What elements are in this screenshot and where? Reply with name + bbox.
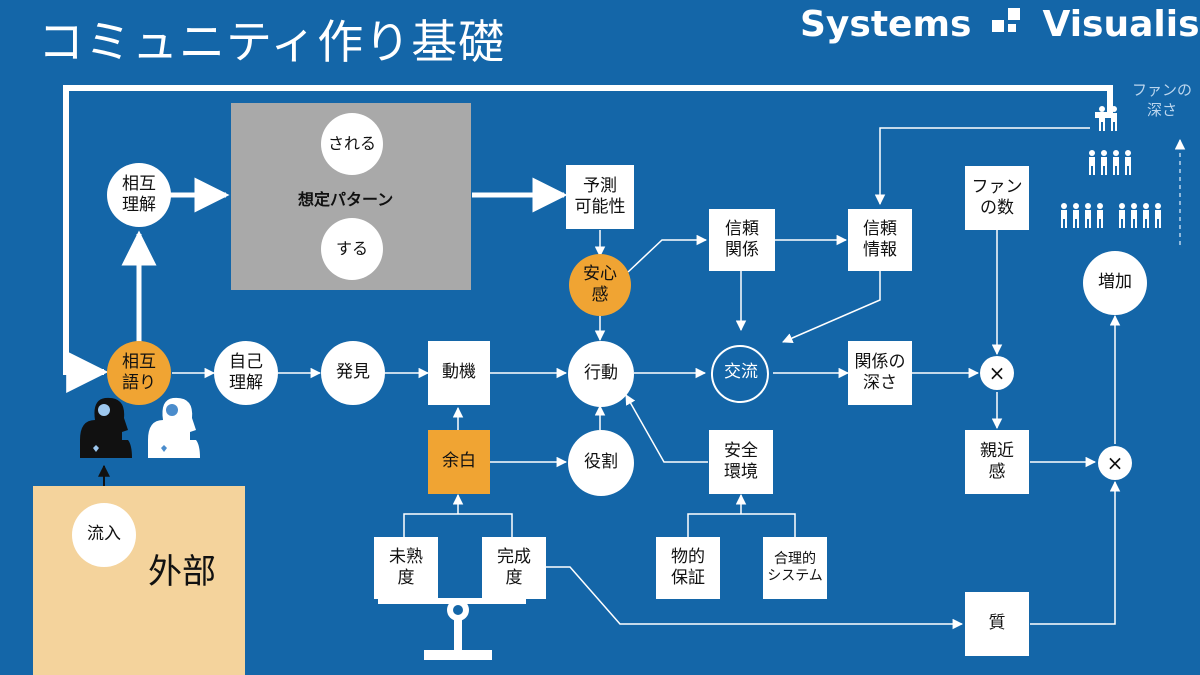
fan-pyramid-icon <box>1061 106 1161 228</box>
node-self-understanding: 自己 理解 <box>214 341 278 405</box>
arrow-completeness-to-quality <box>545 566 964 630</box>
node-mutual-storytelling: 相互 語り <box>107 341 171 405</box>
arrow-fans-to-info <box>874 127 1090 206</box>
node-quality: 質 <box>965 592 1029 656</box>
node-motivation: 動機 <box>428 341 490 405</box>
brain-head-light-icon <box>148 397 200 458</box>
node-exchange: 交流 <box>724 362 758 383</box>
arrow-info-to-exchange <box>782 270 881 344</box>
brand-right-text: Visualism <box>1042 4 1200 45</box>
node-discovery: 発見 <box>321 341 385 405</box>
brand-left-text: Systems <box>800 4 972 45</box>
node-action: 行動 <box>568 341 634 407</box>
node-trust-info: 信頼 情報 <box>848 209 912 271</box>
arrow-safe-to-action <box>625 394 708 463</box>
multiply-operator-top: × <box>980 356 1014 390</box>
node-inflow: 流入 <box>72 503 136 567</box>
brain-head-dark-icon <box>80 397 132 458</box>
node-do: する <box>321 218 383 280</box>
arrow-quality-to-multiply <box>1030 480 1121 625</box>
node-predictability: 予測 可能性 <box>566 165 634 229</box>
node-immaturity: 未熟 度 <box>374 537 438 599</box>
node-familiarity: 親近 感 <box>965 430 1029 494</box>
node-fan-count: ファン の数 <box>965 166 1029 230</box>
exchange-cycle-icon <box>710 345 769 404</box>
node-physical-guarantee: 物的 保証 <box>656 537 720 599</box>
node-completeness: 完成 度 <box>482 537 546 599</box>
node-trust-relation: 信頼 関係 <box>709 209 775 271</box>
node-relation-depth: 関係の 深さ <box>848 341 912 405</box>
page-title: コミュニティ作り基礎 <box>38 15 506 69</box>
brand-logo: Systems Visualism <box>800 4 1200 45</box>
arrow-reassurance-to-trust <box>627 234 708 273</box>
node-receive: される <box>321 113 383 175</box>
node-safe-environment: 安全 環境 <box>709 430 773 494</box>
node-role: 役割 <box>568 430 634 496</box>
bracket-safety <box>687 513 796 538</box>
brand-mark-icon <box>991 8 1020 32</box>
balance-scale-icon <box>378 598 526 660</box>
node-mutual-understanding: 相互 理解 <box>107 163 171 227</box>
node-margin: 余白 <box>428 430 490 494</box>
multiply-operator-bottom: × <box>1098 446 1132 480</box>
outside-label: 外部 <box>148 552 216 592</box>
node-increase: 増加 <box>1083 251 1147 315</box>
node-reassurance: 安心 感 <box>569 254 631 316</box>
outside-box <box>33 486 245 675</box>
fan-depth-label: ファンの 深さ <box>1132 81 1193 120</box>
panel-label: 想定パターン <box>298 190 394 209</box>
feedback-loop-arrow <box>63 85 1113 393</box>
node-rational-system: 合理的 システム <box>763 537 827 599</box>
